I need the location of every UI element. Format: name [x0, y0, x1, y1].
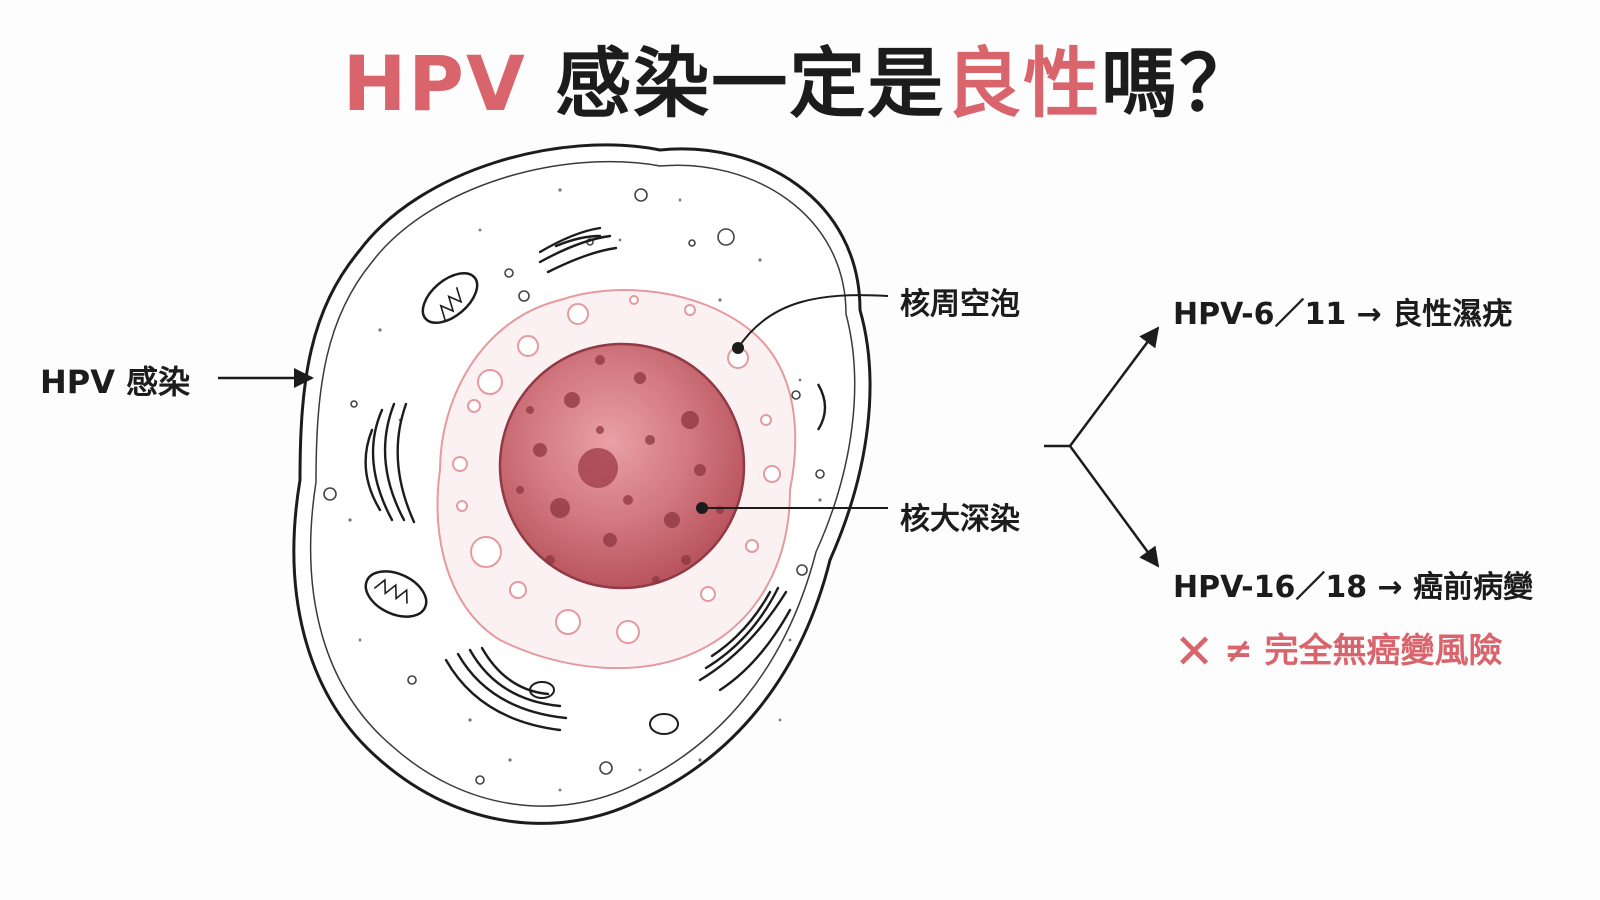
hpv-infection-label: HPV 感染	[40, 363, 191, 401]
cell-membrane-inner	[309, 160, 856, 807]
risk-warning: ✕≠ 完全無癌變風險	[1174, 618, 1503, 680]
endoplasmic-reticulum	[364, 402, 416, 524]
mitochondrion	[421, 271, 479, 325]
vesicle	[649, 713, 679, 735]
nucleus-pointer-dot	[696, 502, 708, 514]
nucleus-hyperchromasia-label: 核大深染	[900, 502, 1020, 537]
endoplasmic-reticulum	[444, 646, 568, 732]
precancer-path-label: HPV-16／18 → 癌前病變	[1173, 570, 1534, 605]
cytoplasm-dots	[348, 188, 822, 792]
cross-icon: ✕	[1174, 624, 1215, 680]
title-benign: 良性	[945, 39, 1102, 128]
title-infection-question: 感染一定是	[555, 39, 946, 128]
risk-warning-text: ≠ 完全無癌變風險	[1224, 631, 1503, 671]
vacuole-pointer-dot	[732, 342, 744, 354]
title-hpv: HPV	[342, 39, 527, 128]
mitochondrion	[364, 570, 428, 618]
nucleolus	[578, 448, 618, 488]
vesicle	[529, 681, 555, 699]
branch-arrow-benign	[1068, 326, 1160, 447]
endoplasmic-reticulum	[698, 586, 792, 692]
golgi-apparatus	[538, 226, 618, 274]
page-title: HPV 感染一定是良性嗎？	[0, 22, 1600, 132]
vacuole-pointer-line	[737, 294, 889, 349]
title-end: 嗎？	[1101, 39, 1258, 128]
benign-path-label: HPV-6／11 → 良性濕疣	[1173, 297, 1513, 332]
endoplasmic-reticulum	[816, 383, 827, 431]
nucleus	[498, 342, 746, 590]
chromatin-granules	[516, 355, 724, 584]
branch-arrow-precancer	[1068, 445, 1160, 568]
perinuclear-vacuole-label: 核周空泡	[900, 287, 1020, 322]
cytoplasm-vesicles	[323, 188, 825, 785]
